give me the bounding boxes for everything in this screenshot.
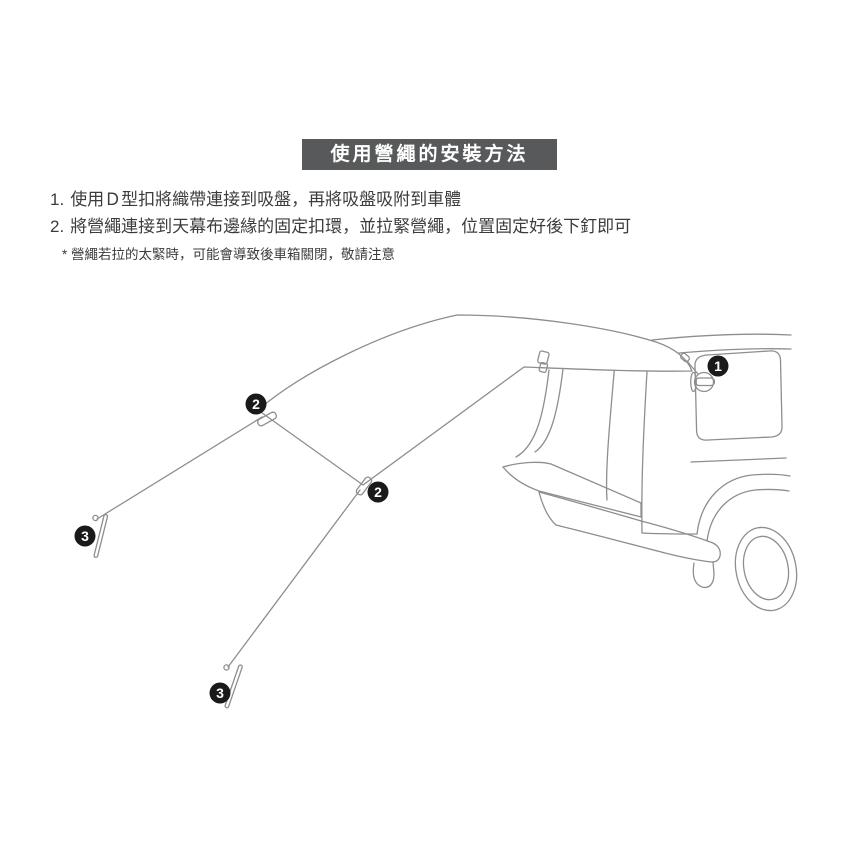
- marker-circle: [209, 682, 231, 704]
- step-text: 將營繩連接到天幕布邊緣的固定扣環，並拉緊營繩，位置固定好後下釘即可: [70, 217, 632, 236]
- ground-stake-far: [92, 513, 109, 559]
- stake-peg: [224, 664, 243, 709]
- cargo-shelf-top: [502, 461, 642, 504]
- car-quarter-window: [694, 350, 783, 441]
- suction-cup-disc: [690, 371, 697, 393]
- body-crease-line: [690, 457, 787, 463]
- step-number: 1.: [50, 190, 65, 209]
- rear-wheel-outer: [734, 526, 798, 612]
- marker-tarp-corner-buckle-far: 2: [245, 393, 267, 415]
- suction-cup-knob: [693, 371, 715, 393]
- stake-hook: [223, 664, 230, 671]
- guy-ropes: [96, 416, 361, 668]
- marker-circle: [245, 393, 267, 415]
- marker-circle: [74, 525, 96, 547]
- d-ring: [679, 352, 691, 363]
- car-line-art: [502, 333, 798, 612]
- bumper-top: [538, 491, 714, 544]
- bumper-left-end: [538, 491, 557, 526]
- cargo-shelf-bottom: [502, 466, 642, 518]
- stake-hook: [92, 514, 99, 522]
- ground-stake-near: [223, 664, 243, 709]
- rocker-line: [641, 532, 698, 535]
- marker-number: 3: [81, 528, 89, 544]
- marker-suction-cup-on-car: 1: [707, 355, 729, 377]
- stake-peg: [93, 513, 109, 559]
- marker-number: 1: [714, 358, 722, 374]
- bumper-bottom: [555, 524, 713, 563]
- hatch-aperture-left-outer: [515, 369, 550, 458]
- instruction-step-1: 1. 使用Ｄ型扣將織帶連接到吸盤，再將吸盤吸附到車體: [50, 186, 830, 213]
- fender-arch-inner: [706, 488, 790, 542]
- instruction-step-2: 2. 將營繩連接到天幕布邊緣的固定扣環，並拉緊營繩，位置固定好後下釘即可: [50, 213, 830, 240]
- rear-wheel-inner: [742, 535, 790, 601]
- marker-number: 3: [216, 685, 224, 701]
- section-title: 使用營繩的安裝方法: [302, 139, 557, 170]
- marker-ground-stake-far: 3: [74, 525, 96, 547]
- car-roof-top-line: [651, 333, 792, 341]
- hatch-pillar-right: [641, 354, 649, 534]
- tarp-canopy: [257, 314, 693, 486]
- caution-note: * 營繩若拉的太緊時，可能會導致後車箱關閉，敬請注意: [62, 247, 396, 262]
- bumper-foot: [692, 561, 715, 589]
- guy-rope-far: [96, 416, 263, 520]
- suction-cup-assembly: [679, 352, 716, 393]
- hatch-aperture-left-inner: [534, 368, 564, 453]
- tarp-corner-buckle-near: [355, 476, 373, 496]
- bumper-right-end: [711, 542, 721, 563]
- marker-tarp-corner-buckle-near: 2: [367, 481, 389, 503]
- hatch-pillar-left: [605, 361, 616, 501]
- guy-rope-near: [227, 489, 361, 668]
- step-number: 2.: [50, 217, 65, 236]
- marker-circle: [707, 355, 729, 377]
- step-text: 使用Ｄ型扣將織帶連接到吸盤，再將吸盤吸附到車體: [70, 190, 462, 209]
- suction-cup-lever: [694, 377, 716, 387]
- tailgate-clip: [537, 350, 550, 374]
- fender-arch-outer: [696, 473, 791, 535]
- tarp-corner-buckle-far: [256, 411, 278, 427]
- step-markers: 1 2 2 3 3: [74, 355, 729, 704]
- marker-number: 2: [252, 396, 260, 412]
- marker-ground-stake-near: 3: [209, 682, 231, 704]
- car-roof-bottom-line: [667, 348, 792, 355]
- marker-number: 2: [374, 484, 382, 500]
- webbing-strap: [686, 360, 699, 375]
- marker-circle: [367, 481, 389, 503]
- instruction-block: 1. 使用Ｄ型扣將織帶連接到吸盤，再將吸盤吸附到車體 2. 將營繩連接到天幕布邊緣的…: [50, 186, 830, 265]
